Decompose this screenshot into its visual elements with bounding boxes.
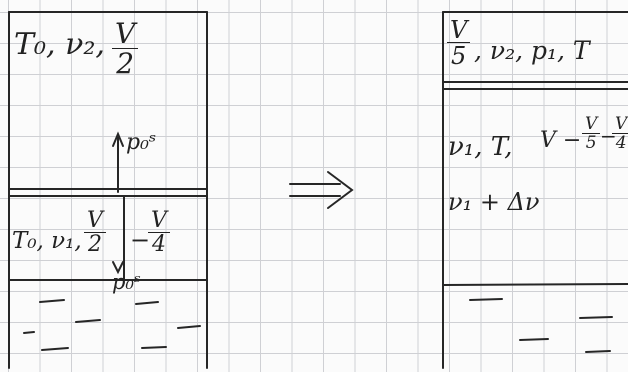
fraction-denominator: 2 <box>116 47 135 80</box>
fraction-numerator: V <box>612 116 628 134</box>
left-piston <box>8 188 208 197</box>
right-lower-gas-increment: ν₁ + Δν <box>448 188 540 216</box>
left-lower-minus: − <box>130 226 151 254</box>
fraction-numerator: V <box>148 210 170 233</box>
left-liquid-dashes <box>23 299 201 351</box>
right-lower-minus: − <box>600 124 617 148</box>
left-lower-gas-volume: V 2 <box>84 210 106 256</box>
fraction-numerator: V <box>84 210 106 233</box>
right-upper-gas-state: , ν₂, p₁, T <box>474 36 590 65</box>
left-lower-gas-state: T₀, ν₁, <box>12 228 82 254</box>
fraction-numerator: V <box>582 116 601 134</box>
right-liquid-dashes <box>469 298 613 353</box>
fraction-numerator: V <box>112 20 139 49</box>
pressure-label-below: p₀ˢ <box>112 270 141 294</box>
fraction-denominator: 4 <box>615 133 627 153</box>
fraction-denominator: 5 <box>451 42 467 70</box>
right-lower-gas-volume-prefix: V − <box>540 128 582 153</box>
left-lower-gas-volume2: V 4 <box>148 210 170 256</box>
fraction-numerator: V <box>447 18 471 43</box>
pressure-up-arrow <box>112 131 124 193</box>
right-upper-gas-volume: V 5 <box>447 18 471 70</box>
fraction-denominator: 4 <box>151 232 166 257</box>
fraction-denominator: 2 <box>87 232 102 257</box>
pressure-label-above: p₀ˢ <box>126 130 157 155</box>
left-upper-gas-volume: V 2 <box>112 20 139 80</box>
left-upper-gas-state: T₀, ν₂, <box>14 27 105 62</box>
right-lower-gas-volume: V 5 <box>582 116 601 153</box>
right-piston <box>442 81 628 90</box>
right-lower-gas-state: ν₁, T, <box>448 132 513 162</box>
fraction-denominator: 5 <box>585 133 597 153</box>
right-liquid-surface <box>442 283 628 286</box>
pressure-down-arrow <box>112 261 124 275</box>
right-lower-gas-volume2: V 4 <box>612 116 628 152</box>
implies-arrow <box>289 171 354 209</box>
